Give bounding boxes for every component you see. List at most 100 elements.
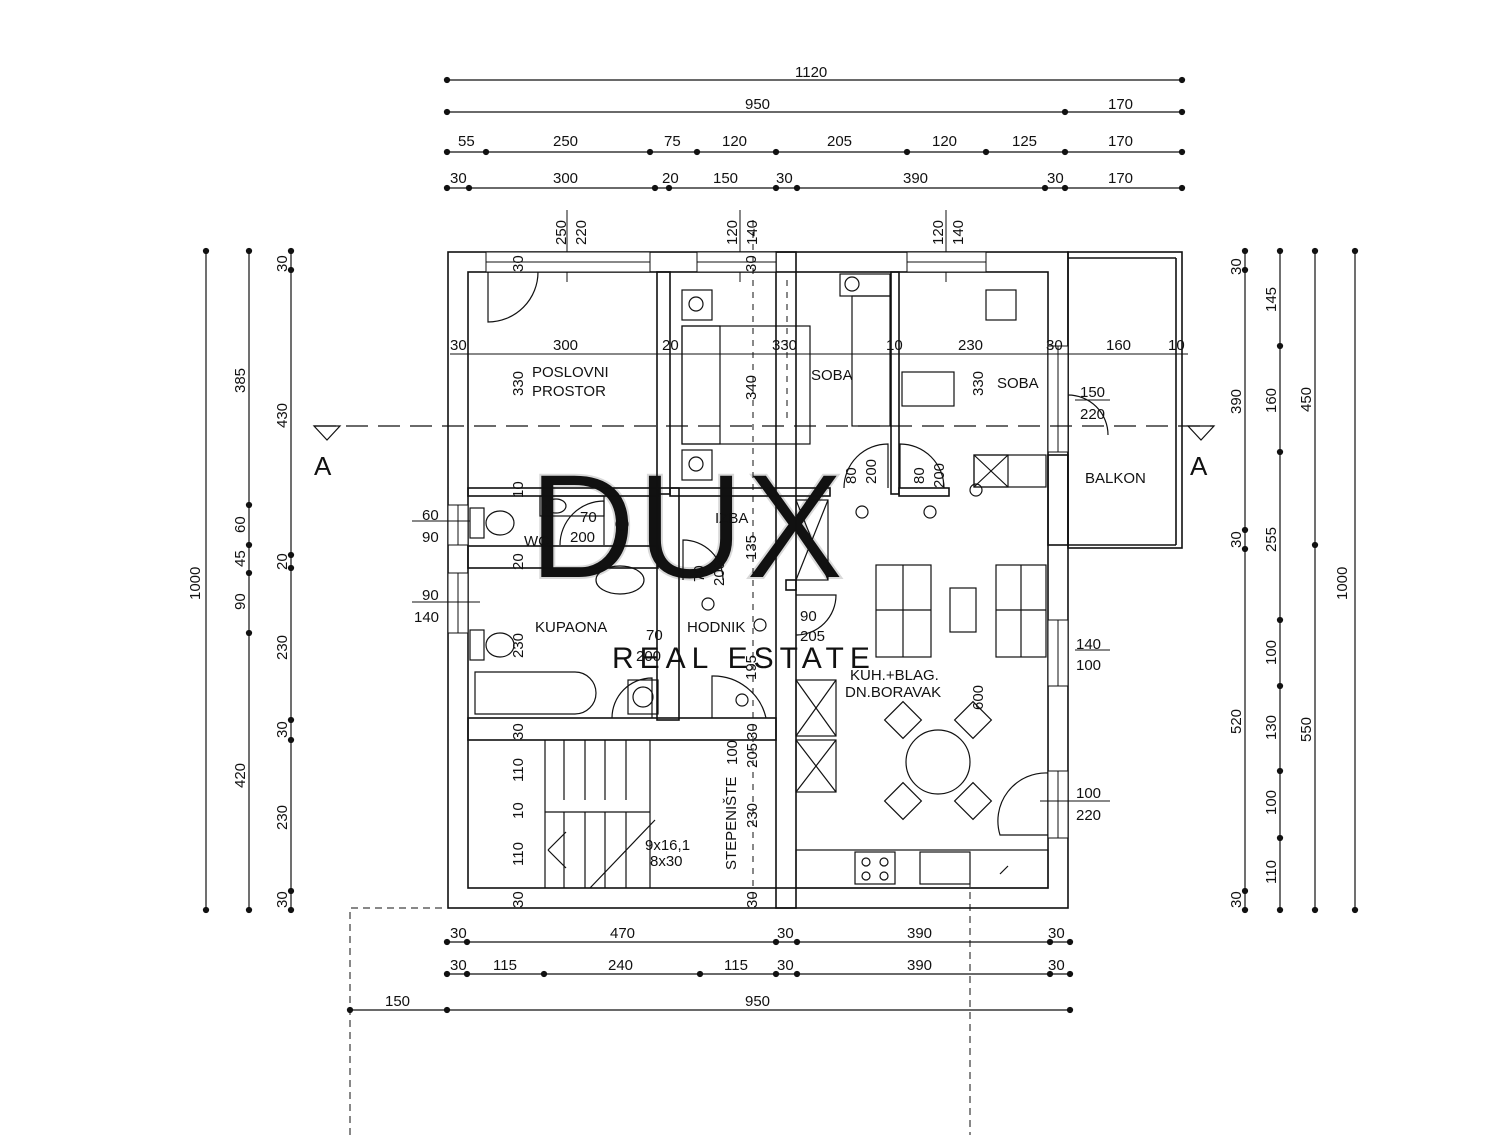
dim-label: 450 bbox=[1298, 387, 1315, 412]
dim-label: 300 bbox=[553, 170, 578, 187]
dim-label: 205 bbox=[827, 133, 852, 150]
dim-label: 950 bbox=[745, 993, 770, 1010]
dimension-labels-top: 1120 950 170 55 250 75 120 205 120 125 1… bbox=[450, 64, 1133, 187]
room-label-boravak: DN.BORAVAK bbox=[845, 684, 941, 701]
stair-treads-label: 8x30 bbox=[650, 853, 683, 870]
window-label: 250 bbox=[553, 220, 570, 245]
dim-label: 100 bbox=[1076, 657, 1101, 674]
dim-label: 390 bbox=[907, 925, 932, 942]
dim-label: 20 bbox=[510, 553, 527, 570]
dim-label: 520 bbox=[1228, 709, 1245, 734]
dim-label: 390 bbox=[903, 170, 928, 187]
window-height-labels: 250 220 120 140 120 140 bbox=[553, 210, 967, 282]
dim-label: 100 bbox=[1076, 785, 1101, 802]
dim-label: 385 bbox=[232, 368, 249, 393]
dim-label: 340 bbox=[743, 375, 760, 400]
dim-label: 1000 bbox=[187, 567, 204, 600]
dim-label: 125 bbox=[1012, 133, 1037, 150]
room-label-soba-1: SOBA bbox=[811, 367, 853, 384]
dim-label: 115 bbox=[724, 957, 748, 974]
dim-label: 205 bbox=[744, 743, 761, 768]
room-label-wc: WC bbox=[524, 533, 549, 550]
dim-label: 30 bbox=[777, 925, 794, 942]
dim-label: 200 bbox=[711, 561, 728, 586]
dimension-labels-bottom: 30 470 30 390 30 30 115 240 115 30 390 3… bbox=[385, 925, 1065, 1010]
dim-label: 140 bbox=[1076, 636, 1101, 653]
dim-label: 330 bbox=[510, 371, 527, 396]
dim-label: 330 bbox=[970, 371, 987, 396]
dim-label: 135 bbox=[743, 535, 760, 560]
dimension-labels-right: 30 390 30 520 30 145 160 255 100 130 100… bbox=[1228, 258, 1351, 908]
dim-label: 170 bbox=[1108, 133, 1133, 150]
dim-label: 300 bbox=[553, 337, 578, 354]
dim-label: 205 bbox=[800, 628, 825, 645]
dim-label: 30 bbox=[510, 255, 527, 272]
dim-label: 200 bbox=[931, 463, 948, 488]
dim-label: 90 bbox=[422, 587, 439, 604]
dimension-chains-left bbox=[202, 247, 295, 914]
dim-label: 30 bbox=[274, 255, 291, 272]
dim-label: 230 bbox=[744, 803, 761, 828]
dim-label: 30 bbox=[450, 337, 467, 354]
dim-label: 100 bbox=[1263, 790, 1280, 815]
dim-label: 60 bbox=[422, 507, 439, 524]
section-mark-right: A bbox=[1190, 451, 1208, 481]
dim-label: 30 bbox=[1048, 957, 1065, 974]
dim-label: 145 bbox=[1263, 287, 1280, 312]
dim-label: 30 bbox=[450, 957, 467, 974]
dim-label: 170 bbox=[1108, 96, 1133, 113]
dim-label: 170 bbox=[1108, 170, 1133, 187]
dimension-chains-right bbox=[1241, 247, 1359, 914]
room-labels: POSLOVNI PROSTOR SOBA SOBA BALKON IZBA W… bbox=[524, 364, 1146, 870]
dim-label: 110 bbox=[510, 842, 527, 866]
dim-label: 70 bbox=[646, 627, 663, 644]
dim-label: 30 bbox=[450, 925, 467, 942]
dim-label: 150 bbox=[1080, 384, 1105, 401]
dim-label: 550 bbox=[1298, 717, 1315, 742]
dim-label: 240 bbox=[608, 957, 633, 974]
dim-label: 20 bbox=[662, 170, 679, 187]
dim-label: 55 bbox=[458, 133, 475, 150]
dim-label: 115 bbox=[493, 957, 517, 974]
room-label-kupaona: KUPAONA bbox=[535, 619, 607, 636]
dim-label: 120 bbox=[932, 133, 957, 150]
dim-label: 100 bbox=[724, 740, 741, 765]
dim-label: 230 bbox=[958, 337, 983, 354]
dim-label: 330 bbox=[772, 337, 797, 354]
dim-label: 30 bbox=[776, 170, 793, 187]
room-label-kuhinja: KUH.+BLAG. bbox=[850, 667, 939, 684]
room-label-hodnik: HODNIK bbox=[687, 619, 745, 636]
dim-label: 70 bbox=[691, 565, 708, 582]
dim-label: 150 bbox=[385, 993, 410, 1010]
window-label: 220 bbox=[573, 220, 590, 245]
dimension-labels-left: 1000 385 60 45 90 420 30 430 20 230 30 2… bbox=[187, 255, 291, 908]
dimension-chains-top bbox=[443, 76, 1186, 192]
window-label: 120 bbox=[930, 220, 947, 245]
dim-label: 30 bbox=[1047, 170, 1064, 187]
dim-label: 60 bbox=[232, 516, 249, 533]
dim-label: 195 bbox=[743, 655, 760, 680]
dim-label: 1120 bbox=[795, 64, 827, 81]
dim-label: 150 bbox=[713, 170, 738, 187]
watermark-logo: DUX bbox=[528, 442, 845, 610]
dim-label: 30 bbox=[777, 957, 794, 974]
dim-label: 30 bbox=[1228, 258, 1245, 275]
furniture bbox=[469, 273, 1049, 889]
room-label-prostor: PROSTOR bbox=[532, 383, 606, 400]
dim-label: 950 bbox=[745, 96, 770, 113]
interior-dimension-labels: 30 300 20 330 10 230 30 160 10 330 340 3… bbox=[414, 255, 1185, 908]
section-mark-left: A bbox=[314, 451, 332, 481]
dim-label: 600 bbox=[970, 685, 987, 710]
dim-label: 130 bbox=[1263, 715, 1280, 740]
dim-label: 90 bbox=[232, 593, 249, 610]
dim-label: 10 bbox=[510, 481, 527, 498]
dim-label: 220 bbox=[1076, 807, 1101, 824]
dim-label: 20 bbox=[274, 553, 291, 570]
dim-label: 30 bbox=[744, 891, 761, 908]
dim-label: 10 bbox=[1168, 337, 1185, 354]
window-label: 140 bbox=[950, 220, 967, 245]
dim-label: 80 bbox=[843, 467, 860, 484]
dim-label: 390 bbox=[907, 957, 932, 974]
room-label-stepeniste: STEPENIŠTE bbox=[723, 777, 740, 870]
